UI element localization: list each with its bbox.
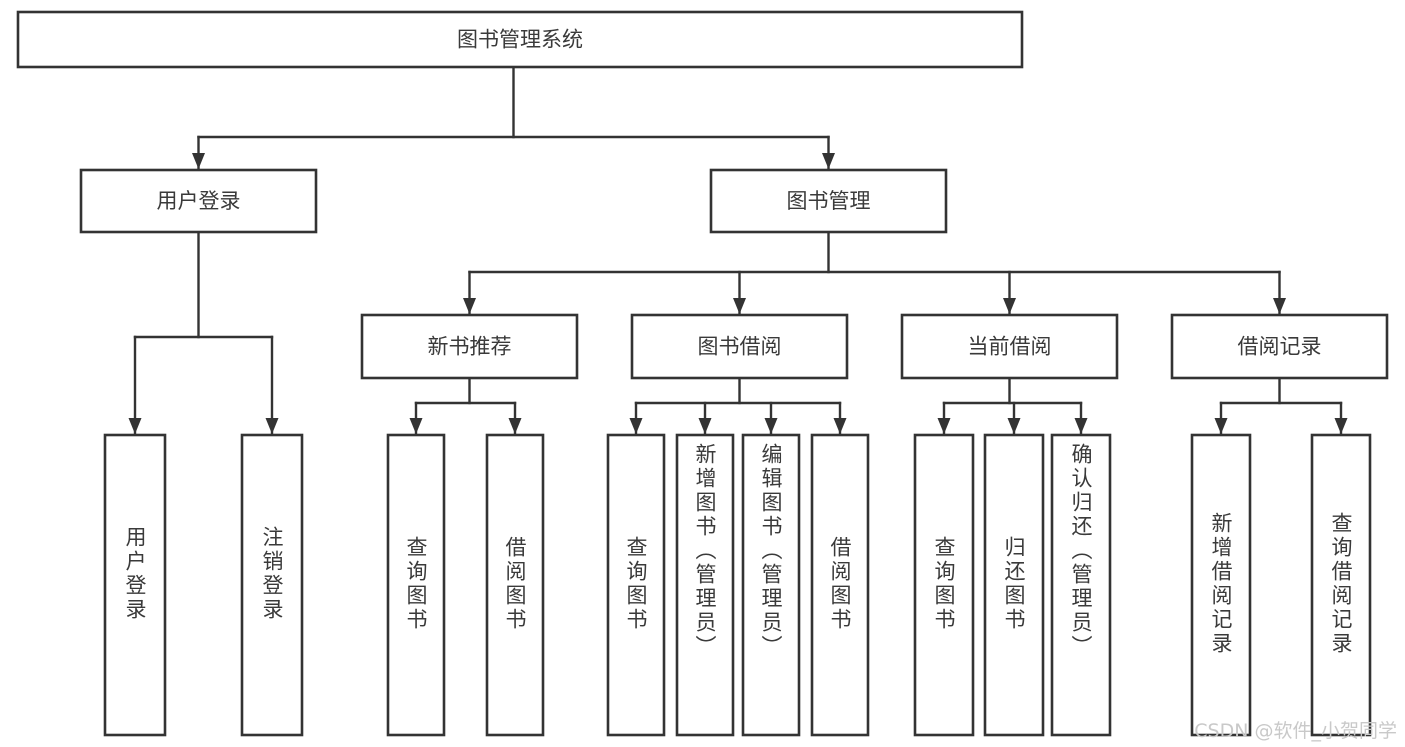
arrow-head-icon <box>192 153 205 169</box>
node-box-recommend-query-book[interactable] <box>386 433 446 737</box>
arrow-head-icon <box>1074 418 1088 434</box>
node-box-user-logout[interactable] <box>240 433 304 737</box>
watermark: CSDN @软件_小贺同学 <box>1194 720 1397 742</box>
arrow-head-icon <box>1003 298 1016 314</box>
node-box-user-login-do[interactable] <box>103 433 167 737</box>
arrow-head-icon <box>265 418 279 434</box>
node-box-current-confirm-return[interactable] <box>1050 433 1112 737</box>
node-box-borrow-query-book[interactable] <box>606 433 666 737</box>
node-box-current-return-book[interactable] <box>983 433 1045 737</box>
node-box-record-add[interactable] <box>1190 433 1252 737</box>
node-label-book-borrow: 图书借阅 <box>698 335 782 359</box>
node-label-new-book-recommend: 新书推荐 <box>428 335 512 359</box>
node-box-recommend-borrow-book[interactable] <box>485 433 545 737</box>
node-label-root: 图书管理系统 <box>457 28 583 52</box>
node-box-borrow-edit-book[interactable] <box>741 433 801 737</box>
arrow-head-icon <box>409 418 423 434</box>
arrow-head-icon <box>1007 418 1021 434</box>
arrow-head-icon <box>1214 418 1228 434</box>
arrow-head-icon <box>1273 298 1286 314</box>
node-box-book-borrow[interactable] <box>630 313 849 380</box>
node-box-user-login[interactable] <box>79 168 318 234</box>
node-box-layer <box>16 10 1389 737</box>
node-box-borrow-add-book[interactable] <box>675 433 735 737</box>
arrow-head-icon <box>629 418 643 434</box>
node-label-book-manage: 图书管理 <box>787 189 871 213</box>
arrow-head-icon <box>463 298 476 314</box>
node-box-book-manage[interactable] <box>709 168 948 234</box>
arrow-head-icon <box>764 418 778 434</box>
node-box-current-borrow[interactable] <box>900 313 1119 380</box>
node-label-current-borrow: 当前借阅 <box>968 335 1052 359</box>
arrow-head-icon <box>1334 418 1348 434</box>
node-box-root[interactable] <box>16 10 1024 69</box>
node-label-user-login: 用户登录 <box>157 189 241 213</box>
node-box-current-query-book[interactable] <box>913 433 975 737</box>
node-box-record-query[interactable] <box>1310 433 1372 737</box>
arrow-head-icon <box>128 418 142 434</box>
node-box-new-book-recommend[interactable] <box>360 313 579 380</box>
arrow-head-icon <box>508 418 522 434</box>
arrow-head-icon <box>698 418 712 434</box>
node-label-borrow-record: 借阅记录 <box>1238 335 1322 359</box>
node-box-borrow-record[interactable] <box>1170 313 1389 380</box>
arrow-head-icon <box>937 418 951 434</box>
node-box-borrow-borrow-book[interactable] <box>810 433 870 737</box>
arrow-head-icon <box>833 418 847 434</box>
arrow-head-icon <box>822 153 835 169</box>
arrow-head-icon <box>733 298 746 314</box>
connector-layer <box>128 65 1348 436</box>
